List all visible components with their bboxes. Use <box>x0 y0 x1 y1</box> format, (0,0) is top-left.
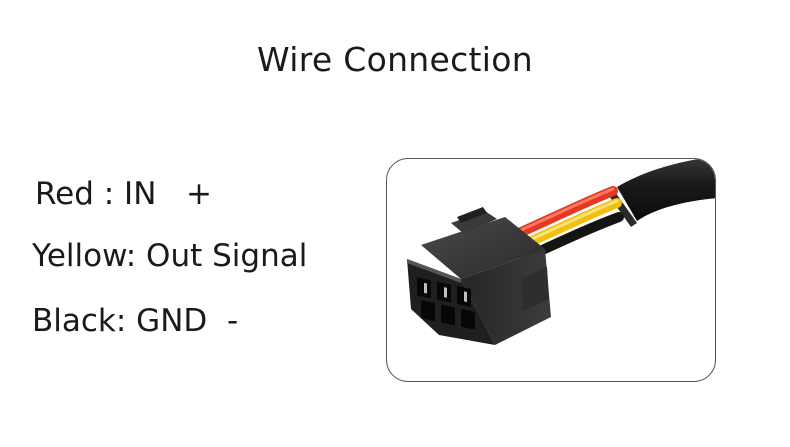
wire-red <box>514 186 618 238</box>
wire-yellow <box>518 198 622 250</box>
wire-label-black: Black: GND - <box>32 303 239 339</box>
connector-top <box>421 217 545 279</box>
diagram-title: Wire Connection <box>257 40 533 79</box>
wire-label-yellow: Yellow: Out Signal <box>32 238 308 274</box>
cable-jacket <box>617 159 715 221</box>
connector-pins <box>424 282 467 303</box>
connector-photo-frame <box>386 158 716 382</box>
connector-photo <box>407 159 715 345</box>
connector-side <box>461 249 551 345</box>
connector-sockets <box>417 277 475 330</box>
wire-label-red: Red : IN + <box>35 176 212 212</box>
